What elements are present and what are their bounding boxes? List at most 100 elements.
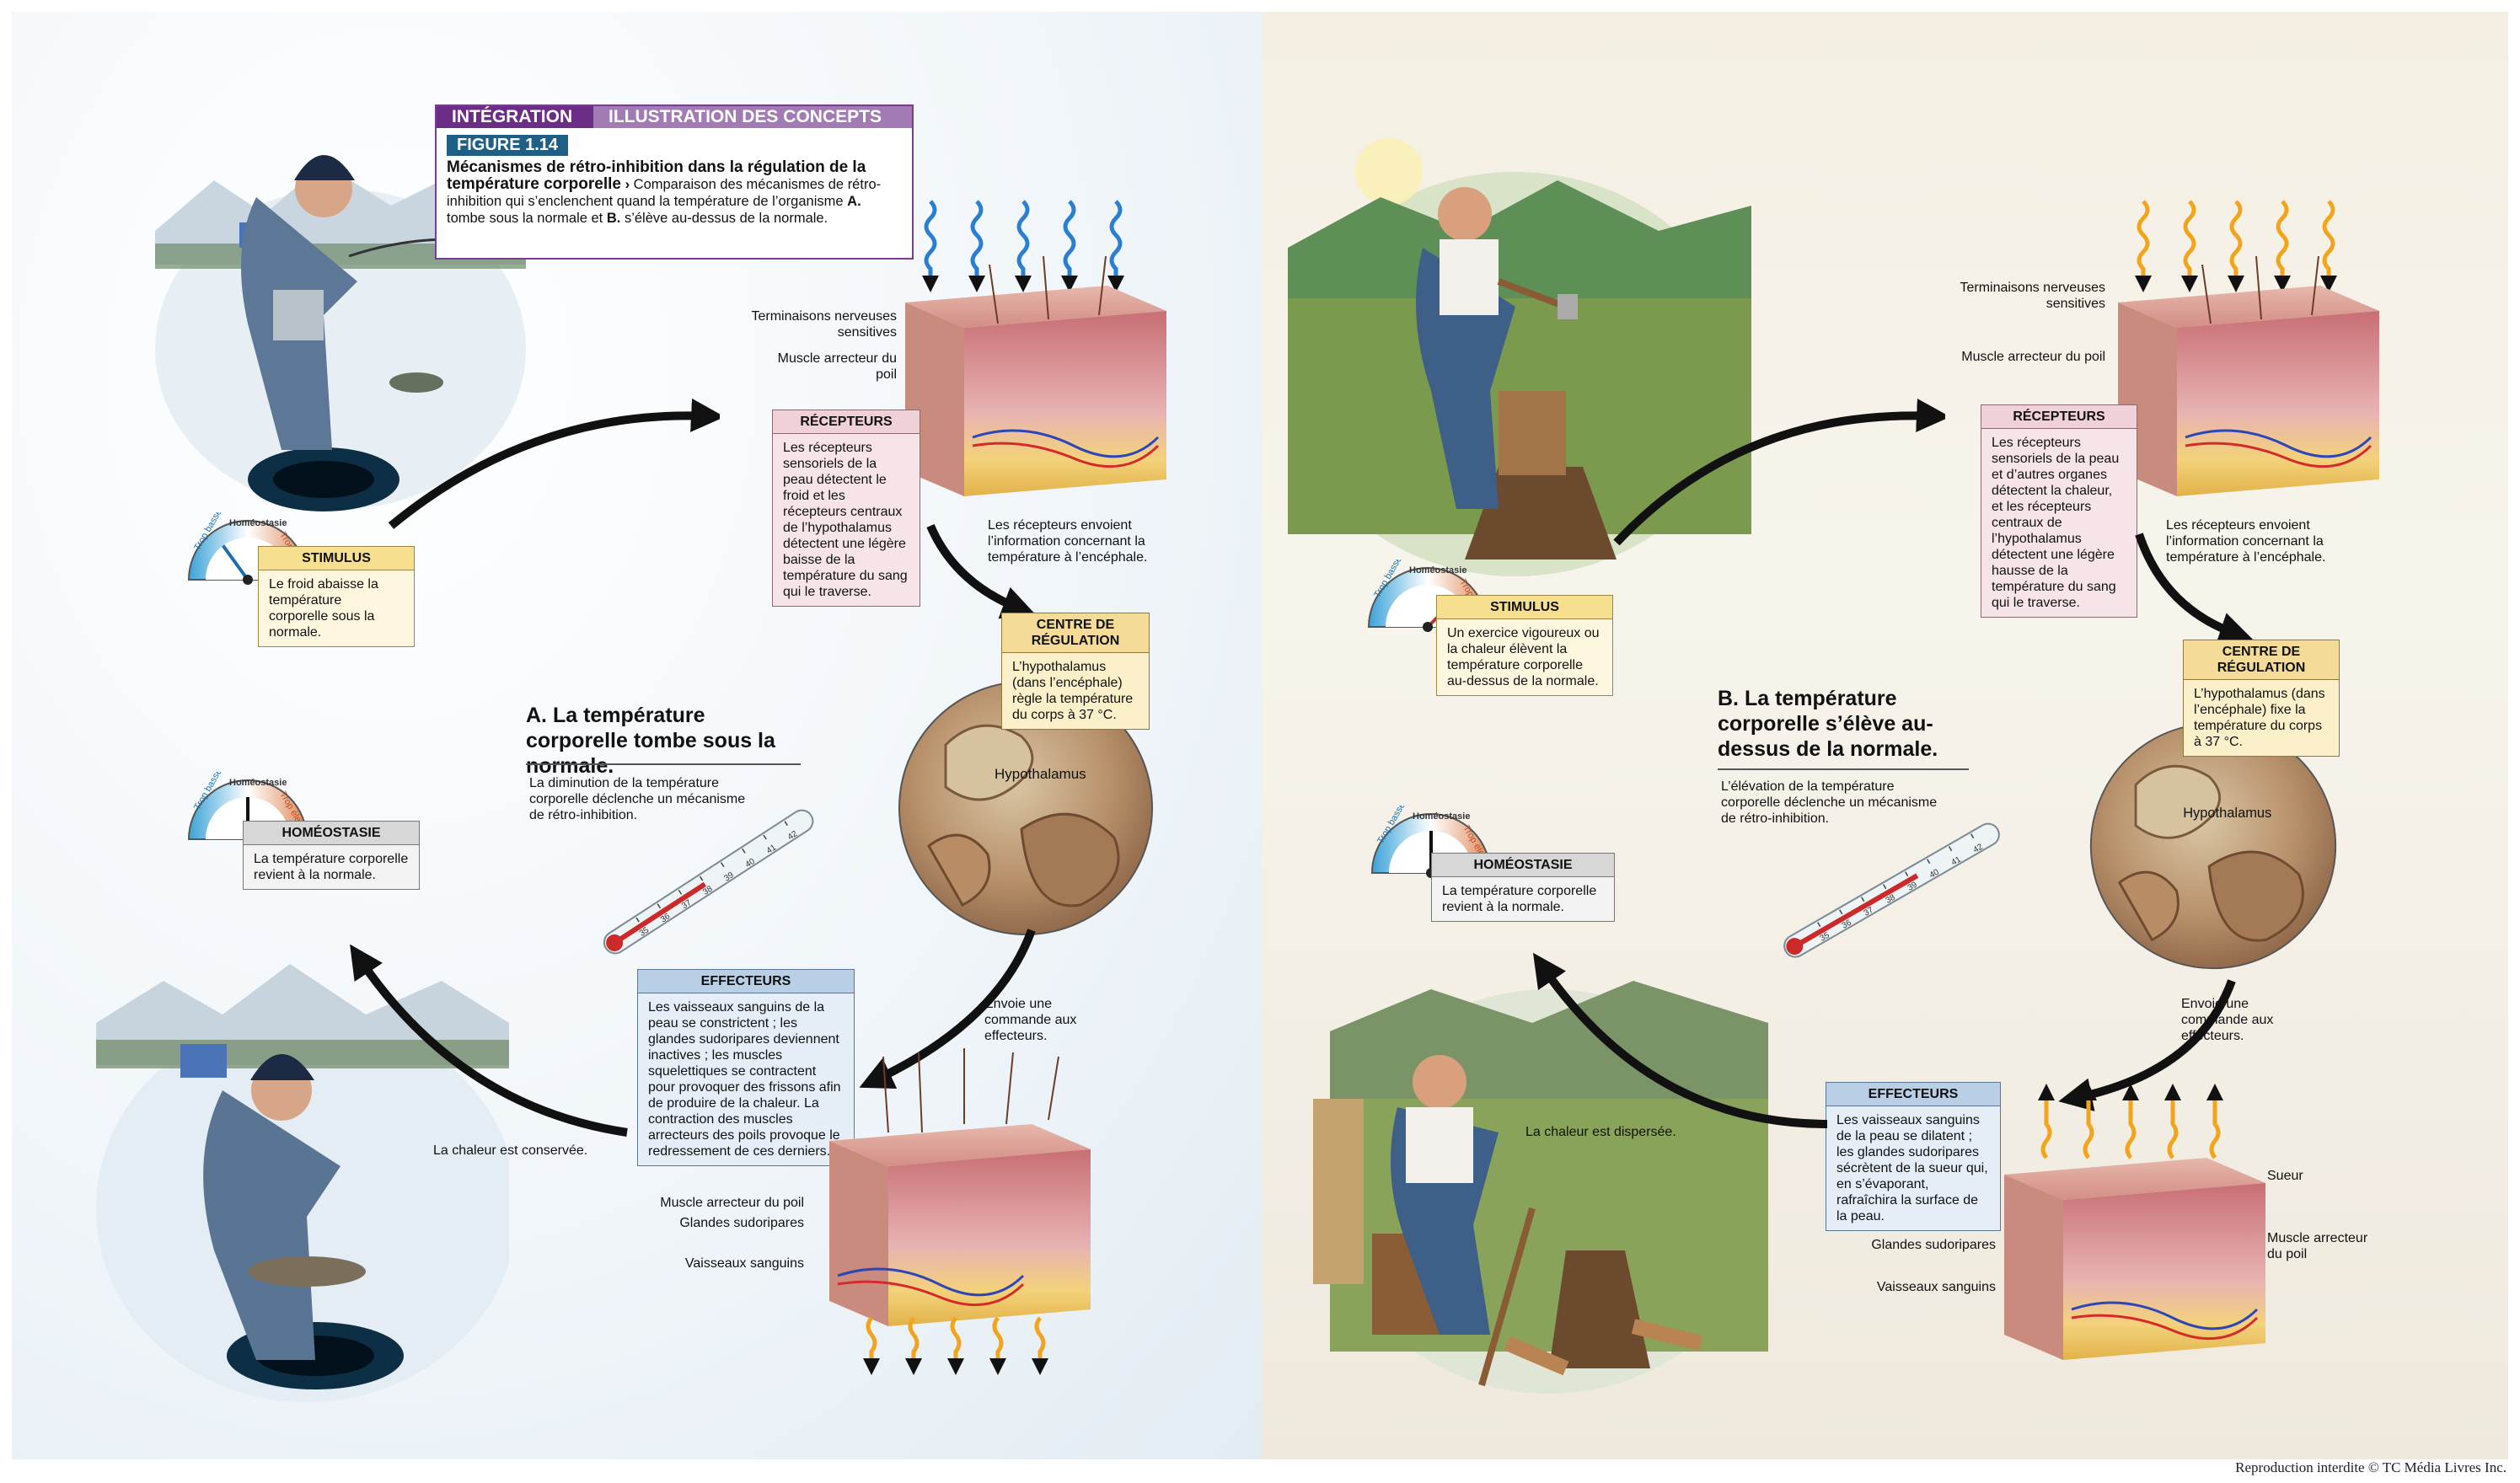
info-to-brain-label: Les récepteurs envoient l’information co… [2166,518,2326,565]
scenario-b-subtitle: L’élévation de la température corporelle… [1721,779,1938,826]
skin-cross-section-bottom [829,1048,1091,1375]
figure-header: INTÉGRATION ILLUSTRATION DES CONCEPTS FI… [435,104,914,260]
gauge-mid-label: Homéostasie [1413,811,1470,822]
thermometer-tick [1839,909,1843,915]
hypothalamus-label: Hypothalamus [995,766,1086,782]
scenario-a-rule [526,763,801,765]
arrow-to-center [2135,533,2254,645]
receptors-heading: RÉCEPTEURS [1981,404,2137,429]
thermometer-tick [1948,846,1953,852]
thermometer-tick-label: 42 [1972,842,1986,854]
stimulus-box: STIMULUS Un exercice vigoureux ou la cha… [1436,595,1613,696]
copyright-notice: Reproduction interdite © TC Média Livres… [2235,1459,2507,1475]
chevron-right-icon: › [625,177,630,192]
receptors-box: RÉCEPTEURS Les récepteurs sensoriels de … [772,410,920,607]
effectors-text: Les vaisseaux sanguins de la peau se con… [637,993,855,1166]
thermometer-tick-label: 41 [1950,854,1964,867]
ice-fisher-shivering-illustration [96,964,509,1402]
arrow-to-receptors [1613,398,1945,546]
arrow-to-receptors [388,398,720,529]
label-sweat-glands: Glandes sudoripares [1871,1238,1996,1252]
command-to-effectors-label: Envoie une commande aux effecteurs. [984,997,1077,1043]
effectors-box: EFFECTEURS Les vaisseaux sanguins de la … [637,969,855,1166]
stimulus-heading: STIMULUS [1436,595,1613,619]
thermometer-tick-label: 37 [1863,905,1876,918]
label-blood-vessels: Vaisseaux sanguins [1876,1280,1996,1294]
receptors-text: Les récepteurs sensoriels de la peau et … [1981,429,2137,618]
label-sensory-endings-top: Terminaisons nerveuses sensitives [751,309,897,340]
heat-retained-arrows [863,1316,1048,1375]
caption-part-1: Comparaison des mécanismes de rétro-inhi… [447,177,882,209]
skin-cross-section-top-hot [2118,200,2379,496]
hypothalamus-label: Hypothalamus [2183,806,2271,821]
scenario-b-title: B. La température corporelle s’élève au-… [1718,687,1938,761]
label-blood-vessels: Vaisseaux sanguins [684,1256,804,1271]
heat-dispersed-label: La chaleur est dispersée. [1525,1125,1676,1139]
homeostasis-text: La température corporelle revient à la n… [243,845,420,890]
control-center-heading: CENTRE DE RÉGULATION [2183,640,2340,680]
control-center-box: CENTRE DE RÉGULATION L’hypothalamus (dan… [1001,613,1150,730]
panel-cold: INTÉGRATION ILLUSTRATION DES CONCEPTS FI… [12,12,1263,1459]
caption-part-2: tombe sous la normale et [447,211,603,226]
info-to-brain-label: Les récepteurs envoient l’information co… [988,518,1148,565]
thermometer-tick [1926,859,1931,865]
thermometer-tick [678,889,683,895]
arrow-to-effectors [859,929,1036,1089]
label-sweat: Sueur [2267,1169,2303,1183]
thermometer-tick [742,848,746,854]
effectors-text: Les vaisseaux sanguins de la peau se dil… [1826,1106,2001,1231]
scenario-b-rule [1718,768,1969,770]
figure-title: Mécanismes de rétro-inhibition dans la r… [447,158,866,193]
hypothalamus-magnified: Hypothalamus [898,681,1153,935]
label-sweat-glands: Glandes sudoripares [679,1216,804,1230]
thermometer-tick [784,821,788,827]
stimulus-heading: STIMULUS [258,546,415,570]
skin-cross-section-top [905,200,1166,496]
homeostasis-box: HOMÉOSTASIE La température corporelle re… [243,821,420,890]
control-center-box: CENTRE DE RÉGULATION L’hypothalamus (dan… [2183,640,2340,757]
thermometer-tick [1817,922,1821,928]
skin-cross-section-bottom-hot [2004,1084,2265,1360]
control-center-text: L’hypothalamus (dans l’encéphale) fixe l… [2183,680,2340,757]
thermometer-tick-label: 35 [1819,930,1832,943]
thermometer-tick [1861,897,1865,902]
receptors-heading: RÉCEPTEURS [772,410,920,434]
control-center-text: L’hypothalamus (dans l’encéphale) règle … [1001,653,1150,730]
command-to-effectors-label: Envoie une commande aux effecteurs. [2181,997,2274,1043]
homeostasis-heading: HOMÉOSTASIE [1431,853,1615,877]
scenario-a-title: A. La température corporelle tombe sous … [526,704,775,778]
thermometer-tick [699,875,704,881]
thermometer-tick [763,834,767,840]
thermometer-tick-label: 39 [1906,880,1920,892]
control-center-heading: CENTRE DE RÉGULATION [1001,613,1150,653]
heat-conserved-label: La chaleur est conservée. [433,1143,588,1158]
caption-part-3: s’élève au-dessus de la normale. [624,211,828,226]
thermometer-tick-label: 38 [1885,892,1898,905]
label-arrector-muscle-top: Muscle arrecteur du poil [777,351,897,382]
thermometer-tick-label: 36 [1841,918,1854,930]
figure-number: FIGURE 1.14 [447,135,569,156]
gauge-mid-label: Homéostasie [229,518,287,528]
gauge-mid-label: Homéostasie [229,778,287,788]
panel-hot: Terminaisons nerveuses sensitives Muscle… [1263,12,2508,1459]
caption-letter-b: B. [606,211,621,226]
sweating-man-illustration [1313,981,1768,1394]
arrow-to-effectors [2058,979,2236,1111]
thermometer-tick-label: 40 [1928,867,1942,880]
gauge-needle [221,544,249,581]
thermometer-tick [1883,884,1887,890]
figure-caption: Mécanismes de rétro-inhibition dans la r… [437,156,912,227]
thermometer-illustration: 35 36 37 38 39 40 41 42 [1783,822,2000,958]
receptors-box: RÉCEPTEURS Les récepteurs sensoriels de … [1981,404,2137,618]
cold-wave-arrows [922,200,1124,292]
arrow-to-homeostasis [350,944,628,1137]
label-sensory-endings-top: Terminaisons nerveuses sensitives [1960,281,2105,311]
thermometer-tick [720,862,725,868]
label-arrector-muscle-bottom: Muscle arrecteur du poil [2267,1231,2368,1261]
thermometer-tick [1970,833,1975,839]
arrow-to-homeostasis [1532,952,1828,1128]
effectors-heading: EFFECTEURS [1826,1082,2001,1106]
homeostasis-text: La température corporelle revient à la n… [1431,877,1615,922]
sweat-heat-arrows [2038,1084,2223,1159]
